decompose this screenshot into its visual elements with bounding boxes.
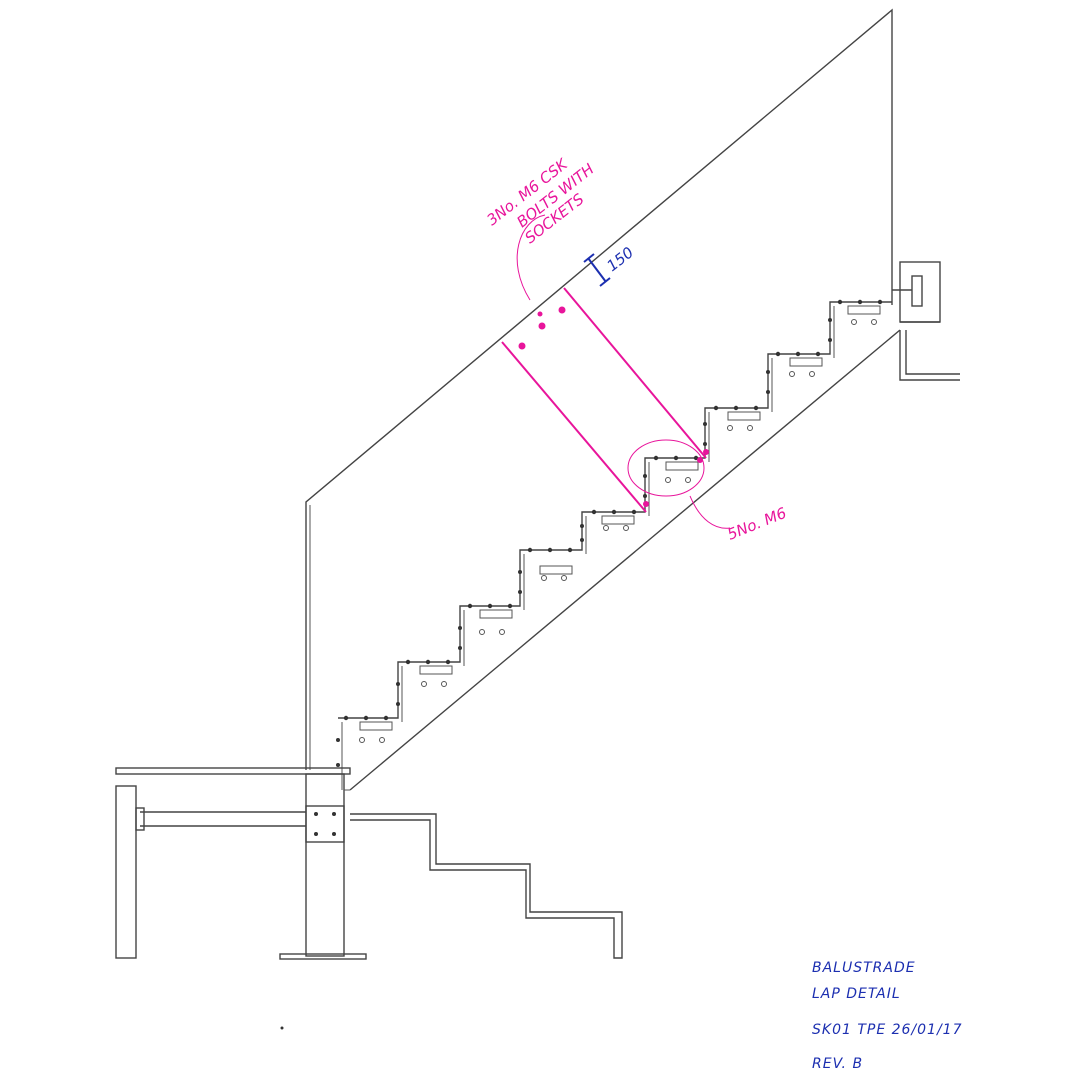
tread-bolts [336, 299, 883, 767]
stringer-bottom-edge [349, 329, 901, 791]
bottom-support [115, 767, 367, 960]
stair-profile [338, 301, 892, 719]
dimension-150 [583, 253, 611, 287]
title-line-1: BALUSTRADE [812, 960, 916, 976]
title-block: BALUSTRADE LAP DETAIL SK01 TPE 26/01/17 … [812, 960, 963, 1072]
lap-joint-markup [501, 214, 731, 529]
top-support [892, 261, 960, 381]
stair-profile-inner [341, 306, 835, 790]
stringer-holes [359, 319, 877, 743]
lower-stair [350, 813, 623, 959]
stray-mark [280, 1026, 284, 1030]
title-line-2: LAP DETAIL [812, 986, 901, 1002]
tread-plates [359, 305, 881, 731]
title-line-4: REV. B [812, 1056, 863, 1072]
title-line-3: SK01 TPE 26/01/17 [812, 1022, 963, 1038]
balustrade-panel [305, 8, 893, 770]
bolts-lap-note: 5No. M6 [725, 504, 789, 544]
